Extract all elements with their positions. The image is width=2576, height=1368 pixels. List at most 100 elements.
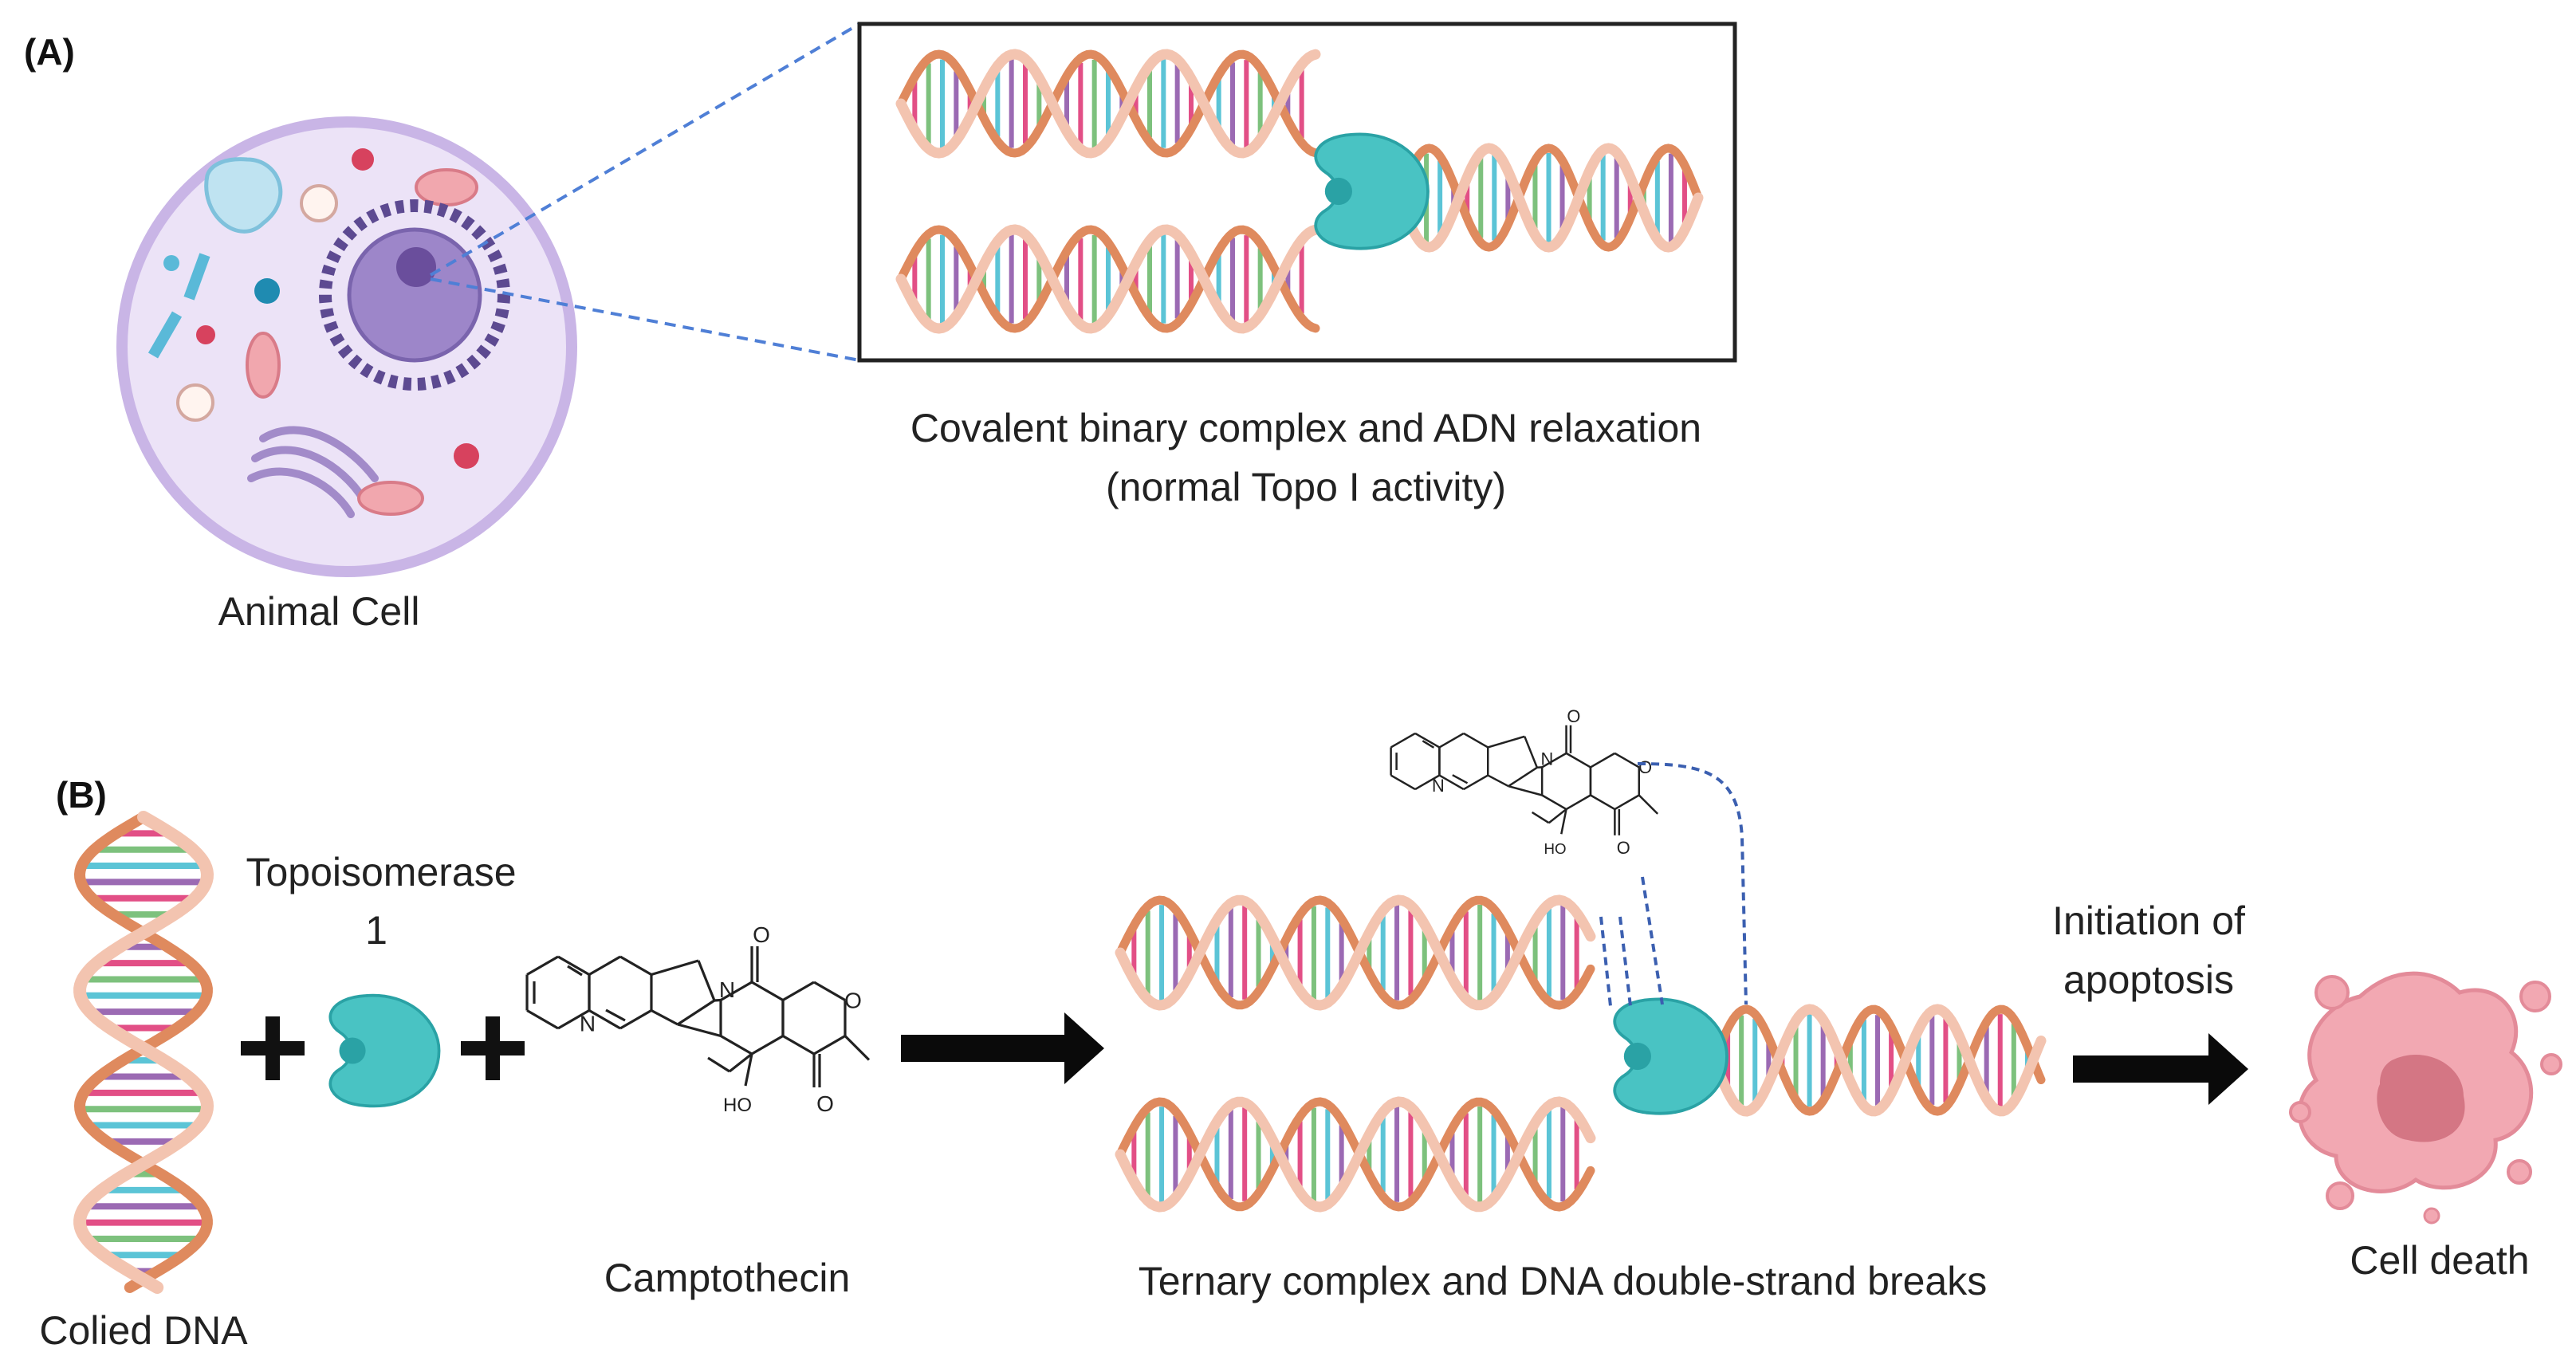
hydrogen-bonds [1601,764,1746,1006]
bond [1524,737,1537,768]
topoisomerase-enzyme [1614,999,1727,1113]
bond [678,1000,714,1024]
apoptosis-label-line2: apoptosis [2063,957,2234,1003]
atom-label: N [719,977,735,1002]
hbond-line [1642,877,1662,1004]
panel-label-a: (A) [24,30,75,73]
bond [1567,753,1591,768]
hbond-line [1638,764,1746,1004]
bond [606,1010,625,1020]
topoisomerase-enzyme [330,996,439,1107]
camptothecin-label: Camptothecin [604,1255,851,1301]
atom-label: HO [723,1095,752,1116]
dna-strand-joined [1714,1009,2041,1111]
apoptotic-body [2508,1161,2531,1183]
apoptotic-body [2291,1103,2310,1122]
atom-label: O [753,922,770,947]
bond [845,1036,869,1060]
camptothecin-structure: O O O HO N N [527,922,869,1116]
atom-label: O [1617,838,1630,858]
bond [1542,796,1566,810]
apoptosis-arrow [2073,1033,2248,1105]
bond [651,961,698,975]
atom-label: N [580,1012,596,1036]
topoisomerase-pocket [1624,1043,1651,1070]
vesicle-red [352,148,374,171]
bond [1488,776,1508,787]
apoptosis-label-line1: Initiation of [2052,898,2245,944]
enzyme-label-line2: 1 [365,907,387,953]
bond [1464,733,1488,748]
cell-death-label: Cell death [2350,1237,2529,1283]
coiled-dna [80,817,207,1287]
centrosome [254,278,280,304]
plus-sign [461,1016,525,1080]
enzyme-label-line1: Topoisomerase [246,849,516,895]
lysosome [178,385,213,420]
atom-label: HO [1544,840,1566,857]
apoptotic-body [2425,1209,2439,1223]
caption-a-line1: Covalent binary complex and ADN relaxati… [910,405,1701,451]
bond [527,1011,558,1029]
dna-strand-lower [1120,1102,1591,1207]
dna-backbone [80,817,207,1287]
bond [558,957,589,975]
bond [1488,737,1524,748]
apoptotic-body [2316,977,2348,1008]
hbond-line [1601,917,1610,1006]
lysosome [301,186,336,221]
bond [752,1036,783,1055]
coiled-dna-label: Colied DNA [39,1307,247,1354]
animal-cell-label: Animal Cell [218,588,420,635]
camptothecin-structure-bound: O O O HO N N [1391,706,1658,858]
atom-label: N [1540,749,1553,769]
nucleolus [396,247,436,287]
bond [752,982,783,1000]
bond [1639,796,1658,814]
atom-label: O [1638,757,1652,777]
bond [1439,733,1463,748]
plus-sign [241,1016,305,1080]
bond [814,982,845,1000]
bond [721,1036,752,1055]
bond [783,982,814,1000]
bond [1591,796,1614,810]
bond [620,957,651,975]
bond [678,1024,721,1036]
bond [708,1058,730,1071]
atom-label: O [816,1091,834,1116]
dna-strand-upper [1120,900,1591,1005]
atom-label: N [1432,776,1445,796]
bond [1391,733,1415,748]
mitochondrion [416,170,477,205]
mitochondrion [359,482,423,514]
bond [1508,768,1537,786]
zoom-line-top [431,24,859,275]
bond [1415,733,1439,748]
animal-cell [122,122,572,572]
bond [1591,753,1614,768]
bond [527,957,558,975]
apoptotic-body [2521,982,2550,1011]
apoptotic-body [2327,1183,2353,1209]
atom-label: O [1567,706,1580,726]
bond [651,1011,678,1025]
bond [1508,786,1542,795]
bond [1614,796,1638,810]
topoisomerase-pocket [339,1037,365,1063]
bond [1567,796,1591,810]
bond [783,1036,814,1055]
caption-a-line2: (normal Topo I activity) [1106,464,1506,510]
mitochondrion [247,333,279,397]
vesicle-red [196,325,215,344]
bond [698,961,714,1000]
bond [1391,776,1415,790]
atom-label: O [844,989,862,1013]
ternary-complex-label: Ternary complex and DNA double-strand br… [1139,1258,1987,1304]
bond [814,1036,845,1055]
bond [589,957,620,975]
vesicle-red [454,443,479,469]
dead-cell [2291,973,2561,1223]
reaction-arrow [901,1012,1104,1084]
